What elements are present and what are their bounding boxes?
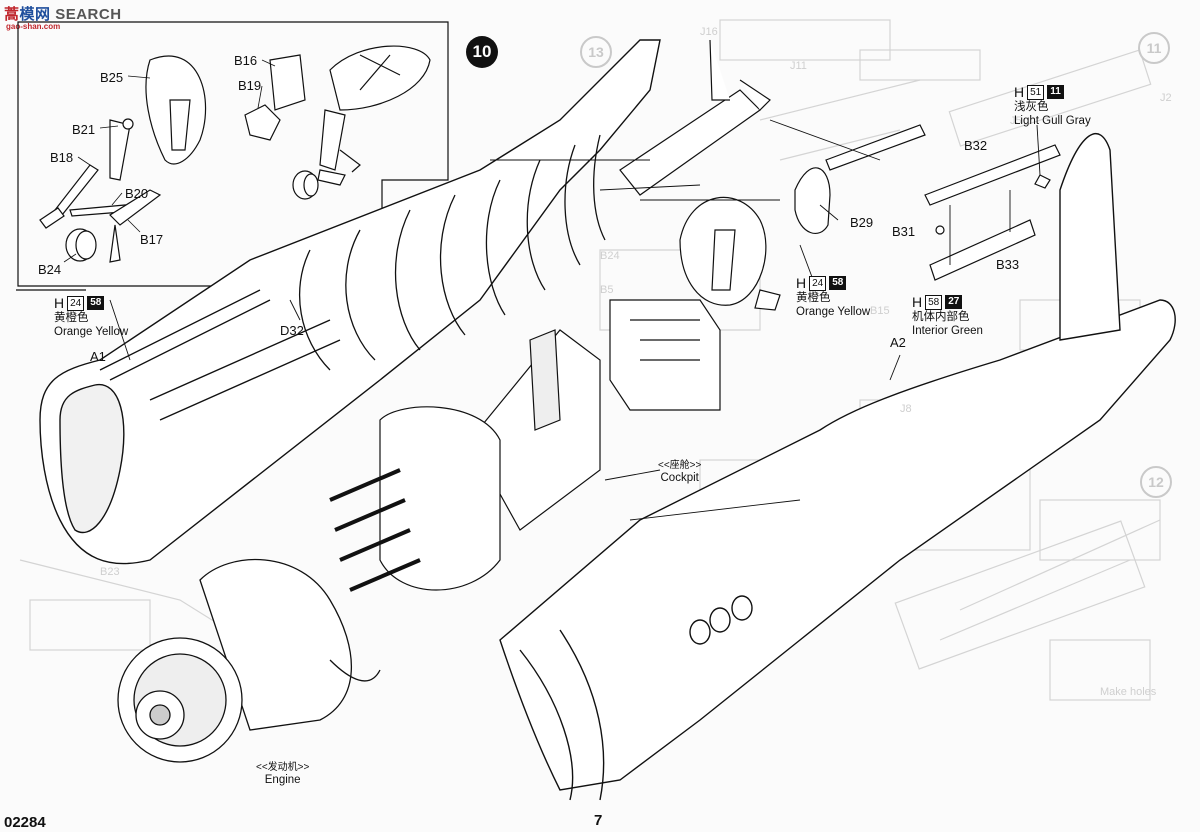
part-label-b18: B18 bbox=[50, 150, 74, 165]
paint-code-box-dark: 11 bbox=[1047, 85, 1064, 100]
part-label-b17: B17 bbox=[140, 232, 164, 247]
paint-prefix: H bbox=[796, 275, 807, 291]
ghost-step-11: 11 bbox=[1138, 32, 1170, 64]
part-label-b19: B19 bbox=[238, 78, 262, 93]
rails-b32-b33 bbox=[825, 124, 1061, 281]
paint-name-cn: 浅灰色 bbox=[1014, 100, 1049, 113]
part-label-b20: B20 bbox=[125, 186, 149, 201]
paint-code-box: 51 bbox=[1027, 84, 1045, 100]
part-label-a1: A1 bbox=[90, 349, 106, 364]
paint-callout-orange-yellow-b29: H 24 58 黄橙色 Orange Yellow bbox=[796, 275, 870, 319]
cockpit-assembly bbox=[329, 299, 721, 592]
page-number: 7 bbox=[594, 812, 603, 829]
catalog-number: 02284 bbox=[4, 814, 46, 831]
assembly-lines bbox=[109, 119, 1041, 521]
step-number: 10 bbox=[466, 36, 498, 68]
engine-caption-en: Engine bbox=[264, 774, 301, 786]
ghost-step-13: 13 bbox=[580, 36, 612, 68]
upper-panel bbox=[619, 39, 771, 196]
part-label-d32: D32 bbox=[280, 323, 304, 338]
paint-name-cn: 黄橙色 bbox=[54, 311, 89, 324]
cockpit-caption-en: Cockpit bbox=[660, 472, 699, 484]
ghost-label: B23 bbox=[100, 566, 120, 578]
engine-caption: <<发动机>> Engine bbox=[256, 762, 309, 788]
ghost-label: B15 bbox=[870, 305, 890, 317]
paint-code-box: 58 bbox=[925, 294, 943, 310]
ghost-label: J16 bbox=[700, 26, 718, 38]
paint-code-box-dark: 58 bbox=[87, 296, 105, 311]
ghost-label: J5 bbox=[1010, 115, 1022, 127]
paint-callout-orange-yellow-left: H 24 58 黄橙色 Orange Yellow bbox=[54, 295, 128, 339]
paint-callout-light-gull-gray: H 51 11 浅灰色 Light Gull Gray bbox=[1014, 84, 1091, 128]
paint-name-cn: 黄橙色 bbox=[796, 291, 831, 304]
part-label-b21: B21 bbox=[72, 122, 96, 137]
ghost-label: B24 bbox=[600, 250, 620, 262]
ghost-step-12: 12 bbox=[1140, 466, 1172, 498]
logo-cn-1: 蒿 bbox=[4, 6, 20, 23]
inset-frame bbox=[17, 21, 449, 287]
paint-name-en: Light Gull Gray bbox=[1014, 114, 1091, 127]
paint-code-box: 24 bbox=[67, 295, 85, 311]
paint-code-box: 24 bbox=[809, 275, 827, 291]
bulkhead-frames bbox=[298, 134, 606, 371]
part-label-b31: B31 bbox=[892, 224, 916, 239]
fuselage-right-a2 bbox=[499, 132, 1176, 801]
landing-gear-inset bbox=[39, 45, 431, 263]
part-label-b32: B32 bbox=[964, 138, 988, 153]
ghost-label: J11 bbox=[790, 60, 807, 72]
logo-search: SEARCH bbox=[55, 6, 122, 23]
engine-assembly bbox=[117, 558, 381, 763]
part-label-b33: B33 bbox=[996, 257, 1020, 272]
site-logo: 蒿模网 SEARCH bbox=[4, 3, 122, 24]
ghost-label: B5 bbox=[600, 284, 614, 296]
engine-caption-cn: <<发动机>> bbox=[256, 762, 310, 773]
paint-callout-interior-green: H 58 27 机体内部色 Interior Green bbox=[912, 294, 983, 338]
paint-prefix: H bbox=[912, 294, 923, 310]
ghost-label: Make holes bbox=[1100, 686, 1157, 698]
cockpit-caption-cn: <<座舱>> bbox=[658, 460, 702, 471]
paint-prefix: H bbox=[1014, 84, 1025, 100]
part-label-b24: B24 bbox=[38, 262, 62, 277]
fuselage-left-a1 bbox=[39, 39, 661, 565]
ghost-label: J8 bbox=[900, 403, 912, 415]
part-label-b29: B29 bbox=[850, 215, 874, 230]
door-b29 bbox=[679, 167, 831, 311]
logo-cn-2: 模网 bbox=[19, 6, 51, 23]
paint-prefix: H bbox=[54, 295, 65, 311]
paint-name-en: Orange Yellow bbox=[796, 305, 871, 318]
ghost-label: J2 bbox=[1160, 92, 1172, 104]
paint-code-box-dark: 27 bbox=[945, 295, 963, 310]
cockpit-caption: <<座舱>> Cockpit bbox=[658, 460, 701, 486]
paint-name-en: Orange Yellow bbox=[54, 325, 129, 338]
paint-name-en: Interior Green bbox=[912, 324, 983, 337]
part-label-b25: B25 bbox=[100, 70, 124, 85]
paint-name-cn: 机体内部色 bbox=[912, 310, 970, 323]
logo-url: gao-shan.com bbox=[6, 22, 61, 31]
part-label-b16: B16 bbox=[234, 53, 258, 68]
paint-code-box-dark: 58 bbox=[829, 276, 847, 291]
part-label-a2: A2 bbox=[890, 335, 906, 350]
